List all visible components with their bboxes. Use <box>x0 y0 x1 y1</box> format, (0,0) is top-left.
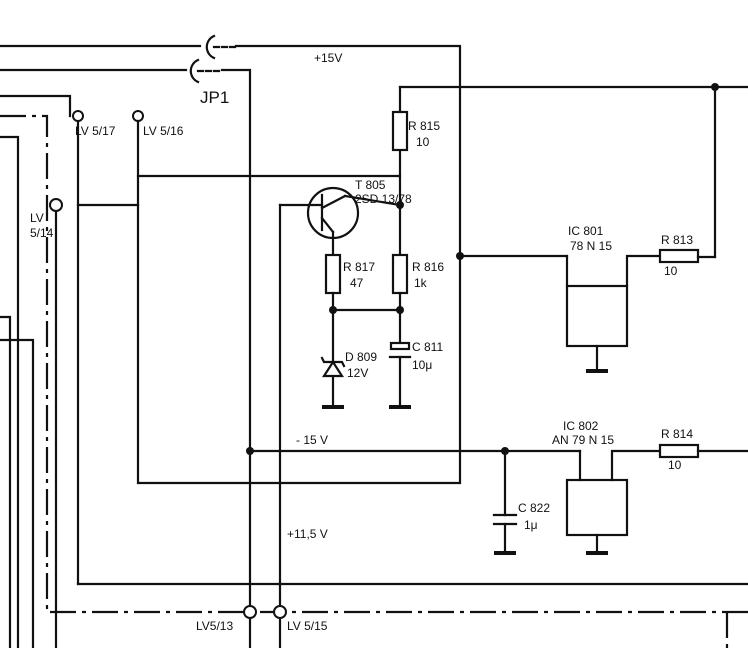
c811-capacitor <box>388 341 412 407</box>
c822-name: C 822 <box>518 501 550 515</box>
d809-zener <box>320 356 346 378</box>
d809-name: D 809 <box>345 350 377 364</box>
rail-plus11-5-label: +11,5 V <box>287 527 328 541</box>
lv5-16-label: LV 5/16 <box>143 124 184 138</box>
left-wiring <box>0 44 202 648</box>
ic801-name: IC 801 <box>568 224 604 238</box>
r815-value: 10 <box>416 135 430 149</box>
ic802-regulator <box>565 443 748 555</box>
rail-minus15-label: - 15 V <box>296 433 328 447</box>
r815-name: R 815 <box>408 119 440 133</box>
lv5-17-label: LV 5/17 <box>75 124 116 138</box>
jp1-jumper: JP1 <box>189 34 238 107</box>
jp1-label: JP1 <box>200 88 229 107</box>
r813-value: 10 <box>664 264 678 278</box>
r817-value: 47 <box>350 276 364 290</box>
terminal-lv5-17 <box>72 110 84 122</box>
r816-resistor <box>331 253 409 345</box>
r816-name: R 816 <box>412 260 444 274</box>
ic801-type: 78 N 15 <box>570 239 612 253</box>
r814-name: R 814 <box>661 427 693 441</box>
r816-value: 1k <box>414 276 428 290</box>
labels: +15V LV 5/17 LV 5/16 LV 5/14 R 815 10 T … <box>30 51 693 633</box>
c811-value: 10μ <box>412 358 432 372</box>
c811-name: C 811 <box>412 340 443 354</box>
terminal-lv5-16 <box>132 110 144 122</box>
t805-type: 2SD 13/78 <box>355 192 412 206</box>
terminal-lv5-15 <box>273 605 287 619</box>
d809-value: 12V <box>347 366 368 380</box>
t805-transistor <box>278 186 402 257</box>
lv-label: LV <box>30 211 44 225</box>
main-wiring <box>54 44 748 648</box>
dash-dot-frame <box>0 114 748 648</box>
r814-value: 10 <box>668 458 682 472</box>
terminals <box>49 110 287 619</box>
ic802-name: IC 802 <box>563 419 599 433</box>
r814-resistor <box>658 443 700 459</box>
r813-resistor <box>658 248 700 264</box>
ic801-regulator <box>565 248 717 373</box>
r817-resistor <box>324 253 342 407</box>
c822-value: 1μ <box>524 518 538 532</box>
terminal-lv5-14 <box>49 198 63 212</box>
junction-dots <box>246 83 719 455</box>
lv5-13-label: LV5/13 <box>196 619 233 633</box>
r815-resistor <box>391 110 409 152</box>
grounds <box>322 369 608 555</box>
lv5-15-label: LV 5/15 <box>287 619 328 633</box>
t805-name: T 805 <box>355 178 386 192</box>
r813-name: R 813 <box>661 233 693 247</box>
terminal-lv5-13 <box>243 605 257 619</box>
c822-capacitor <box>492 449 518 555</box>
rail-plus15-label: +15V <box>314 51 342 65</box>
ic802-type: AN 79 N 15 <box>552 433 614 447</box>
lv-5-14-label: 5/14 <box>30 226 54 240</box>
r817-name: R 817 <box>343 260 375 274</box>
